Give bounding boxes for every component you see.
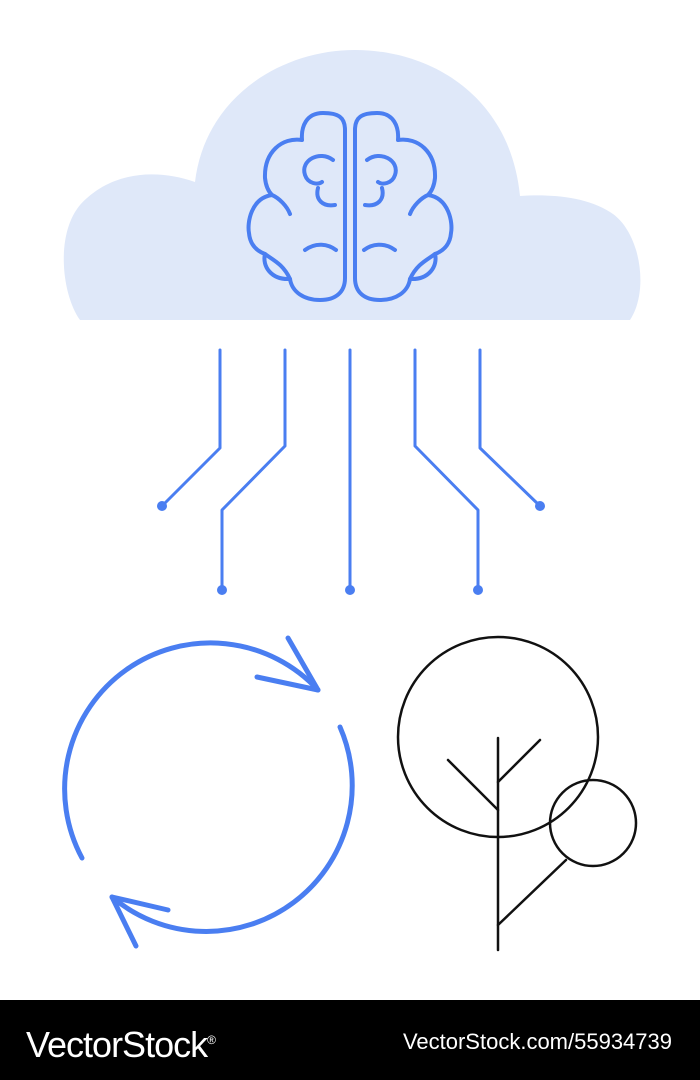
image-id: VectorStock.com/55934739 bbox=[402, 1029, 672, 1054]
tree-branch-left bbox=[446, 758, 500, 812]
refresh-arrowhead-top bbox=[254, 635, 321, 693]
tree-crown-small bbox=[548, 778, 638, 868]
brain-fold-left-mid bbox=[315, 186, 337, 208]
brand-registered-mark: ® bbox=[207, 1033, 216, 1047]
circuit-line-5 bbox=[478, 348, 542, 508]
circuit-lines-icon bbox=[160, 348, 542, 592]
cloud-shape bbox=[63, 50, 641, 320]
refresh-arrowhead-bottom bbox=[109, 894, 171, 949]
circuit-line-2 bbox=[220, 348, 287, 592]
brain-fold-right-lower bbox=[362, 242, 397, 252]
brain-fold-right-bottom bbox=[408, 252, 437, 281]
brain-fold-left-top bbox=[302, 154, 335, 186]
watermark-footer: VectorStock® VectorStock.com/55934739 bbox=[0, 1000, 700, 1080]
brain-icon bbox=[246, 111, 454, 302]
illustration bbox=[62, 50, 641, 952]
circuit-line-1 bbox=[160, 348, 222, 508]
brain-left-hemisphere bbox=[246, 111, 347, 302]
refresh-arrows-icon bbox=[62, 635, 355, 949]
refresh-arc-top bbox=[62, 640, 321, 861]
circuit-node-1 bbox=[157, 501, 167, 511]
circuit-node-2 bbox=[217, 585, 227, 595]
tree-branch-right-lower bbox=[496, 858, 568, 927]
brain-fold-right-outer bbox=[408, 193, 430, 216]
brain-right-hemisphere bbox=[353, 111, 454, 302]
brand-name: VectorStock bbox=[26, 1024, 208, 1065]
brain-fold-left-bottom bbox=[263, 252, 292, 281]
circuit-node-3 bbox=[345, 585, 355, 595]
tree-icon bbox=[396, 635, 638, 952]
circuit-node-5 bbox=[535, 501, 545, 511]
brain-fold-right-top bbox=[365, 154, 398, 186]
brain-fold-left-lower bbox=[303, 242, 338, 252]
cloud-icon bbox=[63, 50, 641, 320]
circuit-nodes bbox=[157, 501, 545, 595]
refresh-arc-bottom bbox=[109, 724, 355, 934]
tree-branch-right-upper bbox=[496, 738, 542, 784]
brain-fold-right-mid bbox=[363, 186, 385, 208]
brain-fold-left-outer bbox=[270, 193, 292, 216]
circuit-line-4 bbox=[413, 348, 480, 592]
circuit-node-4 bbox=[473, 585, 483, 595]
brand-logo: VectorStock® bbox=[26, 1018, 216, 1067]
